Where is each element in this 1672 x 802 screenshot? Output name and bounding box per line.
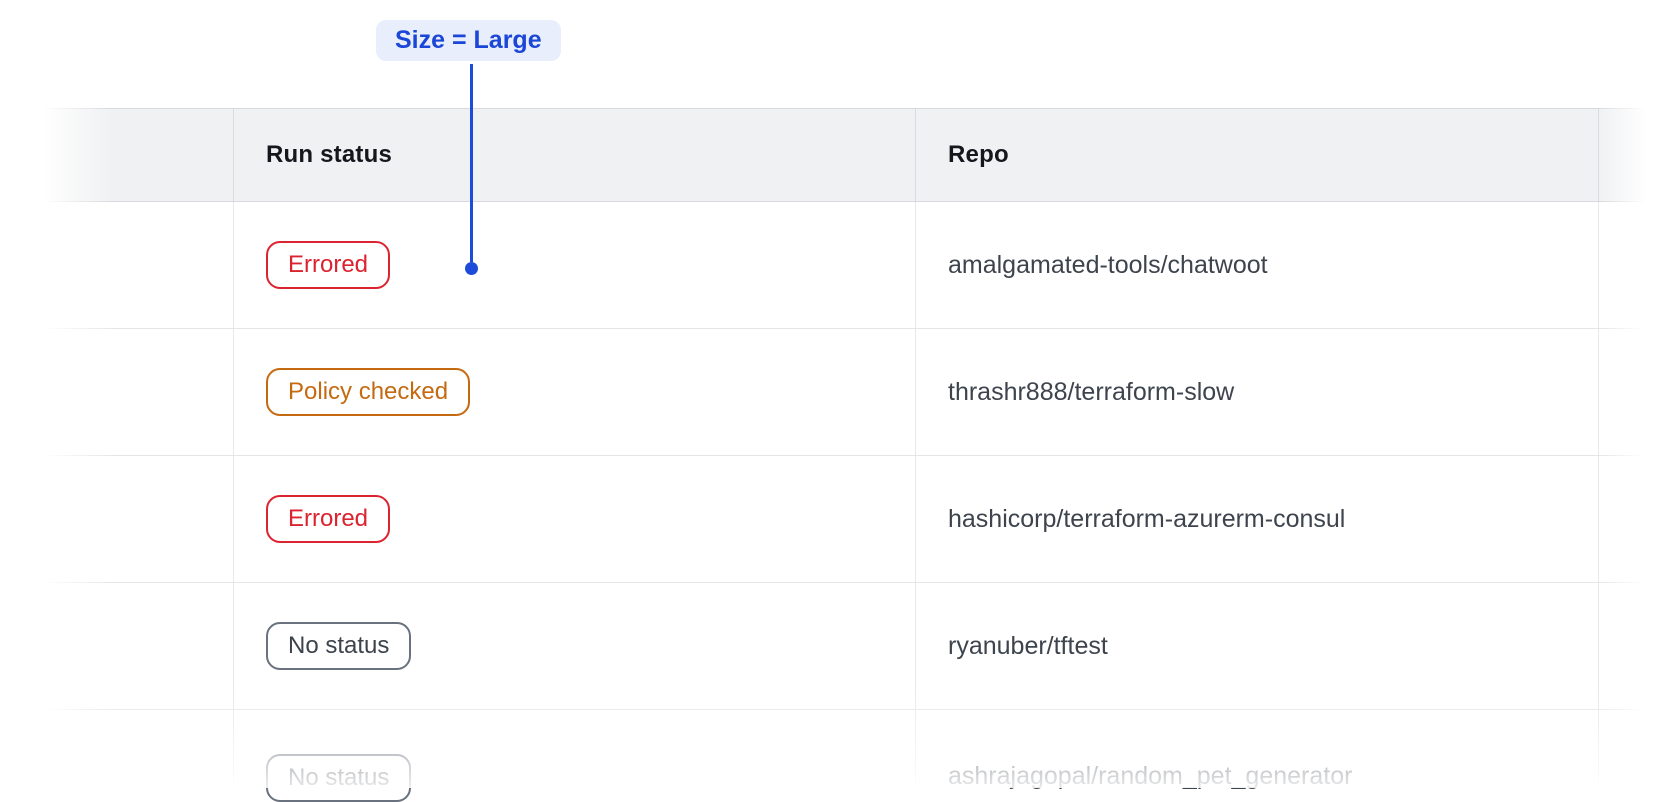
repo-cell: ashrajagopal/random_pet_generator — [915, 710, 1598, 790]
run-status-cell: No status — [233, 583, 915, 709]
row-trailing-cell — [1598, 710, 1672, 786]
row-leading-cell — [43, 456, 233, 582]
column-header-overflow — [1598, 109, 1672, 201]
repo-cell: amalgamated-tools/chatwoot — [915, 202, 1598, 328]
table-row[interactable]: Errored hashicorp/terraform-azurerm-cons… — [43, 456, 1672, 583]
run-status-cell: Errored — [233, 456, 915, 582]
annotation-dot — [465, 262, 478, 275]
column-header-empty — [43, 109, 233, 201]
row-trailing-cell — [1598, 202, 1672, 328]
table-row[interactable]: Errored amalgamated-tools/chatwoot — [43, 202, 1672, 329]
repo-cell: hashicorp/terraform-azurerm-consul — [915, 456, 1598, 582]
row-trailing-cell — [1598, 456, 1672, 582]
column-header-repo: Repo — [915, 109, 1598, 201]
table-row[interactable]: Policy checked thrashr888/terraform-slow — [43, 329, 1672, 456]
size-annotation-label: Size = Large — [395, 26, 542, 54]
row-leading-cell — [43, 583, 233, 709]
annotation-line — [470, 64, 473, 262]
row-leading-cell — [43, 710, 233, 786]
status-badge-policy-checked: Policy checked — [266, 368, 471, 416]
repo-cell: ryanuber/tftest — [915, 583, 1598, 709]
repo-name: ryanuber/tftest — [948, 631, 1108, 660]
size-annotation-pill: Size = Large — [376, 20, 561, 61]
row-trailing-cell — [1598, 583, 1672, 709]
table-row[interactable]: No status ryanuber/tftest — [43, 583, 1672, 710]
run-status-cell: Errored — [233, 202, 915, 328]
status-badge-no-status: No status — [266, 754, 412, 802]
run-status-cell: No status — [233, 710, 915, 802]
row-leading-cell — [43, 329, 233, 455]
row-trailing-cell — [1598, 329, 1672, 455]
column-header-label: Repo — [948, 141, 1009, 168]
status-badge-no-status: No status — [266, 622, 412, 670]
status-badge-errored: Errored — [266, 241, 391, 289]
row-leading-cell — [43, 202, 233, 328]
repo-name: hashicorp/terraform-azurerm-consul — [948, 504, 1346, 533]
workspaces-table: Run status Repo Errored amalgamated-tool… — [43, 108, 1672, 802]
repo-name: thrashr888/terraform-slow — [948, 377, 1235, 406]
repo-name: ashrajagopal/random_pet_generator — [948, 762, 1353, 790]
repo-name: amalgamated-tools/chatwoot — [948, 250, 1268, 279]
table-header-row: Run status Repo — [43, 108, 1672, 202]
status-badge-errored: Errored — [266, 495, 391, 543]
repo-cell: thrashr888/terraform-slow — [915, 329, 1598, 455]
table-row[interactable]: No status ashrajagopal/random_pet_genera… — [43, 710, 1672, 802]
column-header-label: Run status — [266, 141, 393, 168]
column-header-run-status: Run status — [233, 109, 915, 201]
run-status-cell: Policy checked — [233, 329, 915, 455]
